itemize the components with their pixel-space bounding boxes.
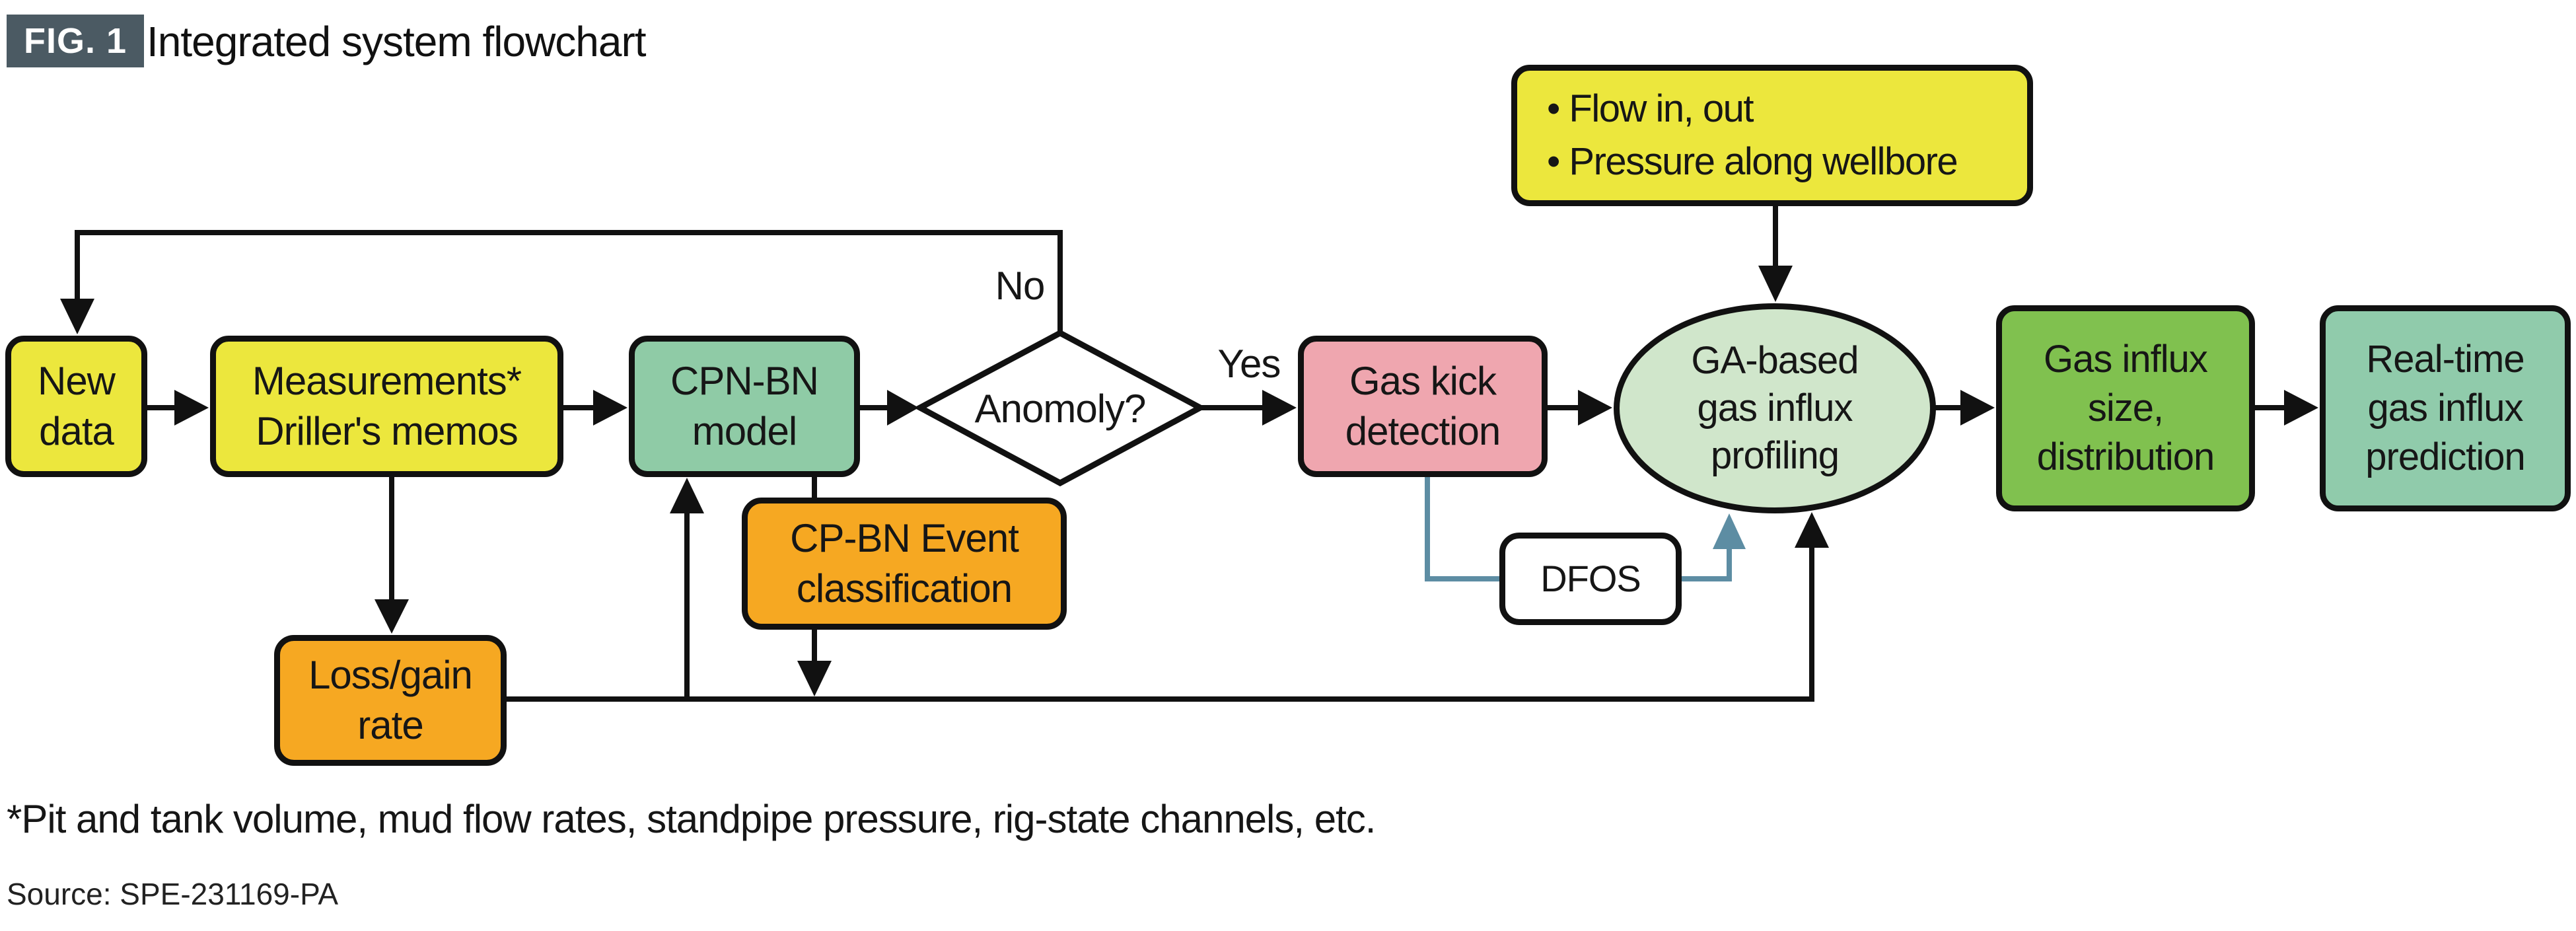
node-cpn-bn-model: CPN-BN model xyxy=(629,336,860,477)
node-dfos: DFOS xyxy=(1499,533,1682,625)
arrow-cpnbn-to-anomaly xyxy=(860,390,919,426)
arrow-measurements-to-lossgain xyxy=(375,476,409,634)
node-label-line: DFOS xyxy=(1540,558,1641,599)
arrow-profiling-to-influxsize xyxy=(1935,390,1995,426)
node-label-line: Gas influx xyxy=(2044,338,2208,381)
footnote: *Pit and tank volume, mud flow rates, st… xyxy=(7,797,1376,841)
arrow-dfos-to-profiling xyxy=(1679,513,1746,581)
arrow-gaskick-to-profiling xyxy=(1548,390,1612,426)
node-label-line: model xyxy=(692,409,797,453)
node-label-line: distribution xyxy=(2036,435,2215,478)
arrow-bus-to-cpnbn xyxy=(670,478,704,699)
arrow-influxsize-to-realtime xyxy=(2254,390,2318,426)
arrow-newdata-to-measurements xyxy=(147,390,209,426)
page-title: Integrated system flowchart xyxy=(147,18,647,65)
arrow-inputs-to-profiling xyxy=(1758,205,1793,302)
node-label-line: Real-time xyxy=(2366,338,2524,381)
node-cp-bn-event: CP-BN Event classification xyxy=(742,498,1067,630)
node-label-line: detection xyxy=(1345,409,1501,453)
arrow-measurements-to-cpnbn xyxy=(563,390,627,426)
node-wellbore-inputs: • Flow in, out • Pressure along wellbore xyxy=(1511,65,2033,206)
node-label-line: Driller's memos xyxy=(256,409,518,453)
anomaly-diamond-shape xyxy=(913,329,1207,487)
node-label-line: GA-based xyxy=(1691,339,1859,382)
node-label-line: profiling xyxy=(1710,434,1840,477)
arrow-anomaly-no-feedback xyxy=(60,230,1063,334)
source-credit: Source: SPE-231169-PA xyxy=(7,877,339,911)
edge-label-yes: Yes xyxy=(1217,342,1281,386)
bullet-line: • Flow in, out xyxy=(1547,87,1754,130)
node-label-line: size, xyxy=(2087,387,2164,429)
node-label-line: Loss/gain xyxy=(308,653,473,697)
arrow-event-to-bus xyxy=(797,628,832,696)
node-label-line: classification xyxy=(796,566,1013,611)
node-label-line: CP-BN Event xyxy=(790,516,1019,560)
node-anomaly-decision-label: Anomoly? xyxy=(974,386,1147,431)
node-label-line: prediction xyxy=(2365,435,2525,478)
arrow-lossgain-bus-to-profiling xyxy=(503,512,1829,702)
figure-badge: FIG. 1 xyxy=(7,15,145,67)
node-label-line: rate xyxy=(357,703,423,747)
line-gaskick-to-dfos xyxy=(1425,475,1502,581)
edge-label-no: No xyxy=(995,264,1046,308)
node-gas-influx-size: Gas influx size, distribution xyxy=(1996,305,2255,511)
node-label-line: gas influx xyxy=(1697,387,1853,429)
node-realtime-prediction: Real-time gas influx prediction xyxy=(2320,305,2571,511)
arrow-anomaly-yes-to-gaskick xyxy=(1200,390,1297,426)
node-gas-kick-detection: Gas kick detection xyxy=(1298,336,1548,477)
node-loss-gain-rate: Loss/gain rate xyxy=(274,635,507,766)
node-label-line: New xyxy=(37,359,116,403)
node-label-line: gas influx xyxy=(2367,387,2523,429)
node-label-line: Gas kick xyxy=(1349,359,1497,403)
node-label-line: data xyxy=(39,409,114,453)
node-ga-gas-influx-profiling: GA-based gas influx profiling xyxy=(1614,303,1936,513)
node-measurements: Measurements* Driller's memos xyxy=(210,336,563,477)
node-new-data: New data xyxy=(5,336,147,477)
bullet-line: • Pressure along wellbore xyxy=(1547,140,1958,183)
node-label-line: Measurements* xyxy=(252,359,522,403)
node-label-line: CPN-BN xyxy=(670,359,819,403)
